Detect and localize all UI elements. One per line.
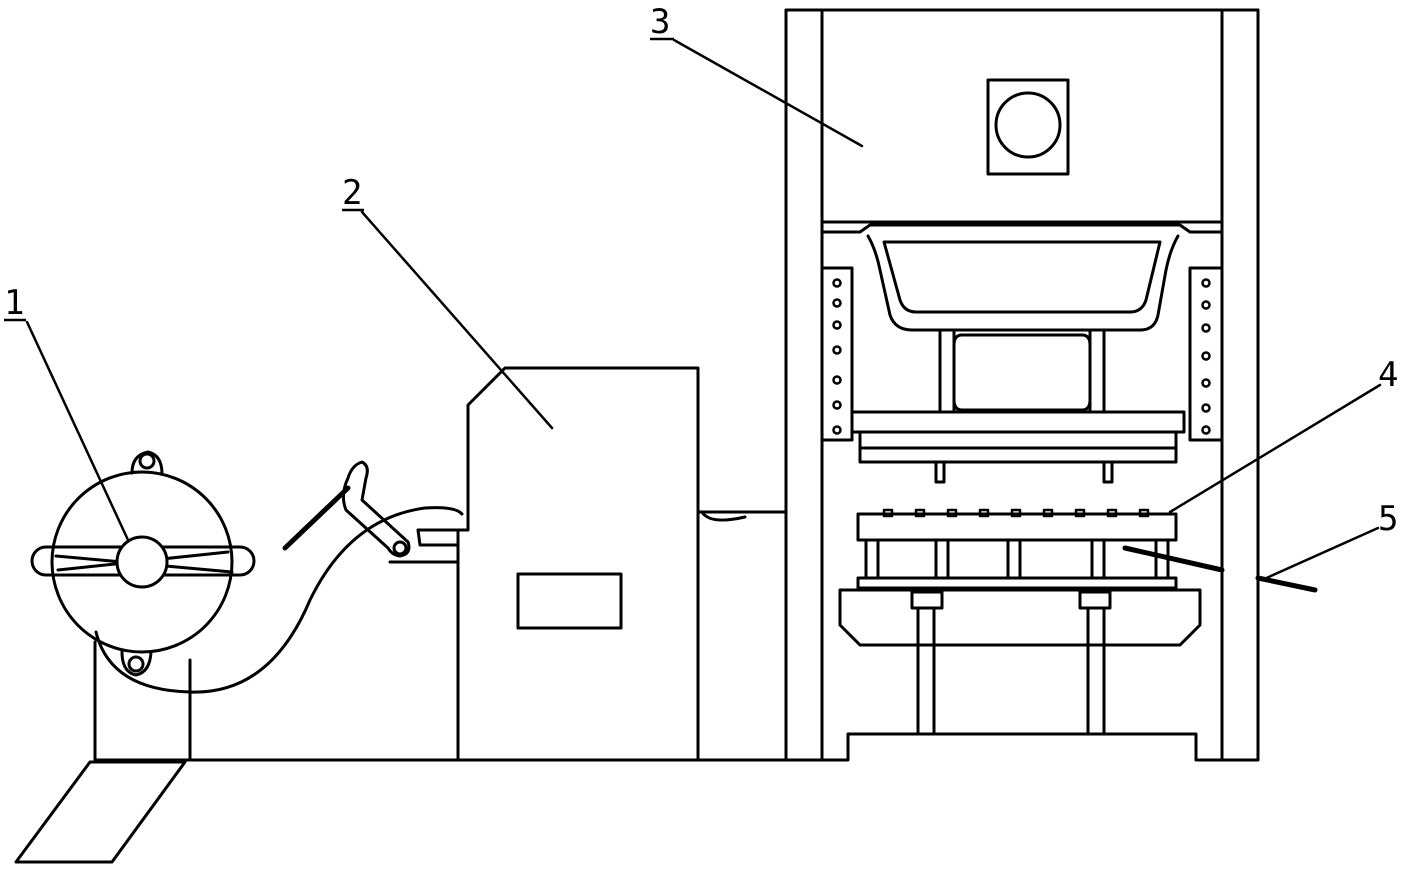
discharge-chute	[1125, 548, 1222, 570]
lower-die-post-4	[1092, 540, 1104, 578]
ram-strut-left	[940, 330, 954, 412]
upper-guide-pin-right	[1104, 462, 1112, 482]
leader-1	[27, 322, 128, 540]
label-4: 4	[1378, 355, 1398, 395]
lower-die-top-plate	[858, 514, 1176, 540]
left-gib-bolts	[834, 280, 841, 434]
press-right-column	[1222, 10, 1258, 760]
reel-bottom-lug-hole	[129, 657, 143, 671]
leader-lines	[27, 40, 1380, 580]
leader-5	[1262, 528, 1378, 580]
straightener-feeder	[285, 368, 698, 760]
feeder-control-window	[518, 574, 621, 628]
leader-2	[362, 212, 552, 428]
reel-hub	[117, 537, 167, 587]
decoiler	[16, 452, 254, 862]
support-column-left	[918, 608, 934, 734]
motor-pulley	[996, 93, 1060, 157]
slide-ram-outer	[868, 236, 1178, 330]
press-left-column	[786, 10, 822, 760]
lower-die-base	[858, 578, 1176, 588]
press-bed	[822, 734, 1222, 760]
upper-die-plate	[852, 412, 1184, 432]
decoiler-base-plate	[16, 762, 185, 862]
leader-4	[1170, 385, 1380, 512]
discharge-chute-outer	[1258, 578, 1315, 590]
ram-strut-right	[1090, 330, 1104, 412]
reel-top-lug-hole	[140, 454, 154, 468]
bolster	[840, 590, 1200, 645]
punch-press	[786, 10, 1315, 760]
lower-die-post-1	[866, 540, 878, 578]
label-5: 5	[1378, 499, 1398, 539]
lower-die-post-3	[1008, 540, 1020, 578]
leader-3	[674, 40, 862, 146]
label-1: 1	[4, 283, 24, 323]
lower-die-post-2	[936, 540, 948, 578]
bolster-boss-right	[1080, 592, 1110, 608]
lever-pivot	[394, 542, 406, 554]
metal-strip	[96, 508, 462, 692]
feeder-cabinet	[458, 368, 698, 760]
ram-strut-window	[954, 335, 1090, 410]
label-3: 3	[650, 2, 670, 42]
slide-ram-inner	[884, 242, 1160, 312]
bolster-boss-left	[912, 592, 942, 608]
label-2: 2	[342, 173, 362, 213]
slide-housing	[822, 225, 1222, 232]
right-gib-bolts	[1203, 280, 1210, 434]
lever-handle	[285, 488, 348, 548]
support-column-right	[1088, 608, 1104, 734]
feeder-inlet-guide	[418, 530, 458, 545]
upper-guide-pin-left	[936, 462, 944, 482]
